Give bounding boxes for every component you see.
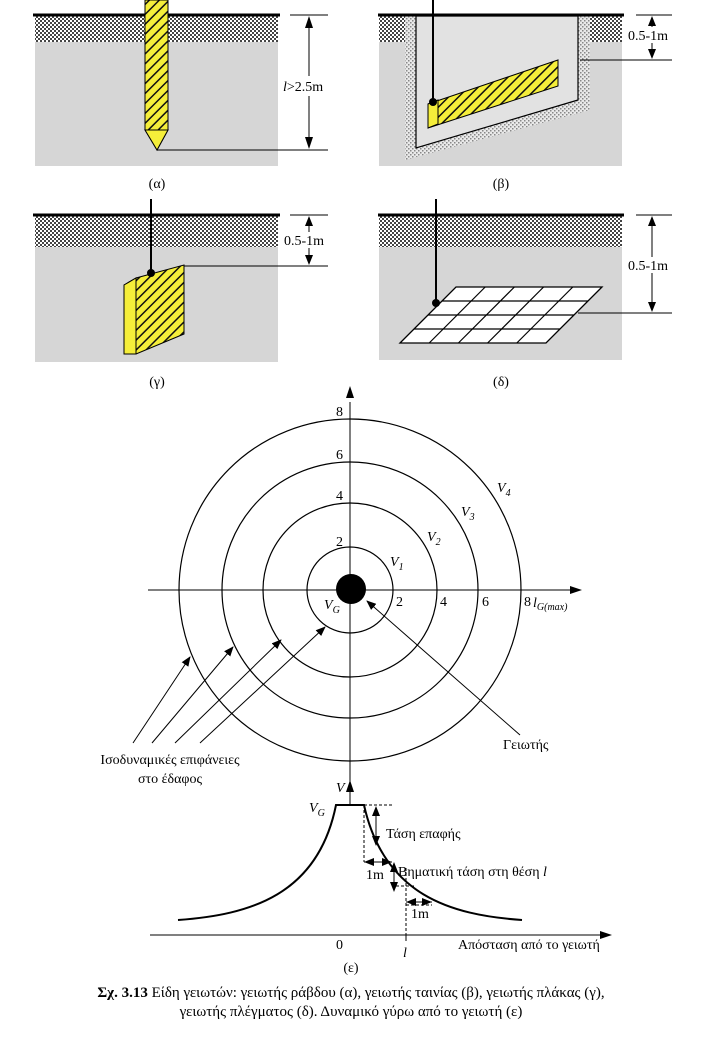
arrow-head <box>305 216 313 226</box>
topsoil-layer <box>379 215 622 247</box>
tick-label: 8 <box>524 595 531 610</box>
tick-label: 4 <box>440 595 447 610</box>
arrow-head <box>648 49 656 59</box>
rod-tip <box>144 129 169 152</box>
surface-arrow <box>199 626 326 744</box>
equipotential-circle-v4 <box>178 418 522 762</box>
panel-rod: l>2.5m (α) <box>33 0 340 192</box>
x-axis-arrow <box>600 931 612 939</box>
l-label: l <box>403 946 407 961</box>
surface-arrow <box>151 646 234 744</box>
tick-label: 6 <box>336 448 343 463</box>
plate-edge <box>123 277 137 355</box>
touch-voltage-label: Τάση επαφής <box>386 827 461 842</box>
equipotential-plot: 2 4 6 8 2 4 6 8 lG(max) V1 V2 V3 V4 VG Γ… <box>100 386 582 805</box>
arrow-head <box>305 255 313 265</box>
caption-text: Είδη γειωτών: γειωτής ράβδου (α), γειωτή… <box>147 985 605 1001</box>
potential-curve <box>177 804 523 921</box>
caption-number: Σχ. 3.13 <box>97 985 148 1001</box>
arrow-head <box>390 862 398 872</box>
panel-label: (β) <box>493 177 510 192</box>
arrow-head <box>372 806 380 816</box>
panel-label: (α) <box>149 177 166 192</box>
panel-plate: 0.5-1m (γ) <box>33 199 332 390</box>
origin-label: 0 <box>336 938 343 953</box>
potential-profile: V VG Τάση επαφής 1m Βηματική τάση στη θέ… <box>150 780 612 976</box>
caption-line-2: γειωτής πλέγματος (δ). Δυναμικό γύρω από… <box>179 1004 523 1020</box>
depth-label: 0.5-1m <box>628 259 668 274</box>
caption-line-1: Σχ. 3.13 Είδη γειωτών: γειωτής ράβδου (α… <box>0 984 702 1003</box>
label-bg <box>282 232 332 248</box>
depth-label: 0.5-1m <box>628 29 668 44</box>
figure-drawing: l>2.5m (α) 0.5-1m (β) 0. <box>33 0 676 976</box>
x-axis-label: Απόσταση από το γειωτή <box>458 938 600 953</box>
one-meter-label: 1m <box>411 907 429 922</box>
panel-grid: 0.5-1m (δ) <box>378 199 676 390</box>
panel-label: (γ) <box>149 375 165 390</box>
arrow-head <box>372 836 380 846</box>
arrow-head <box>648 216 656 226</box>
one-meter-label: 1m <box>366 868 384 883</box>
connection-point <box>147 269 155 277</box>
panel-label: (ε) <box>343 961 359 976</box>
tick-label: 6 <box>482 595 489 610</box>
x-axis-arrow <box>570 586 582 594</box>
equipotential-circle-v2 <box>262 502 438 678</box>
figure-caption: Σχ. 3.13 Είδη γειωτών: γειωτής ράβδου (α… <box>0 984 702 1022</box>
curve-label-v1: V1 <box>390 555 404 573</box>
tick-label: 2 <box>336 535 343 550</box>
y-axis-arrow <box>346 780 354 792</box>
y-axis-arrow <box>346 386 354 398</box>
connection-point <box>432 299 440 307</box>
grid-electrode <box>398 286 604 344</box>
curve-label-v4: V4 <box>497 481 511 499</box>
step-voltage-label: Βηματική τάση στη θέση l <box>398 865 547 880</box>
arrow-head <box>364 858 374 866</box>
label-bg <box>626 27 676 43</box>
tick-label: 4 <box>336 489 343 504</box>
panel-strip: 0.5-1m (β) <box>378 0 676 192</box>
connection-point <box>429 98 437 106</box>
arrow-head <box>390 882 398 892</box>
surfaces-annotation: Ισοδυναμικές επιφάνειες <box>100 753 240 768</box>
axis-label: lG(max) <box>533 596 568 613</box>
y-axis-label: V <box>336 781 346 796</box>
surface-arrow <box>132 656 191 744</box>
topsoil-layer <box>35 215 278 247</box>
curve-label-v3: V3 <box>461 505 475 523</box>
electrode-arrow <box>366 600 521 736</box>
vg-label: VG <box>309 801 325 819</box>
arrow-head <box>305 137 313 149</box>
tick-label: 8 <box>336 405 343 420</box>
rod-electrode <box>144 0 169 152</box>
center-label: VG <box>324 598 340 616</box>
electrode-dot <box>336 574 366 604</box>
panel-label: (δ) <box>493 375 509 390</box>
depth-label: l>2.5m <box>283 80 323 95</box>
label-bg <box>626 257 676 273</box>
surface-arrow <box>174 639 282 744</box>
tick-label: 2 <box>396 595 403 610</box>
arrow-head <box>648 16 656 26</box>
surfaces-annotation: στο έδαφος <box>138 772 203 787</box>
label-bg <box>282 76 340 96</box>
equipotential-circle-v1 <box>306 546 394 634</box>
depth-label: 0.5-1m <box>284 234 324 249</box>
arrow-head <box>305 16 313 28</box>
arrow-head <box>422 898 432 906</box>
arrow-head <box>648 302 656 312</box>
arrow-head <box>406 898 416 906</box>
electrode-annotation: Γειωτής <box>503 738 549 753</box>
arrow-head <box>382 858 392 866</box>
equipotential-circle-v3 <box>221 461 479 719</box>
curve-label-v2: V2 <box>427 530 441 548</box>
